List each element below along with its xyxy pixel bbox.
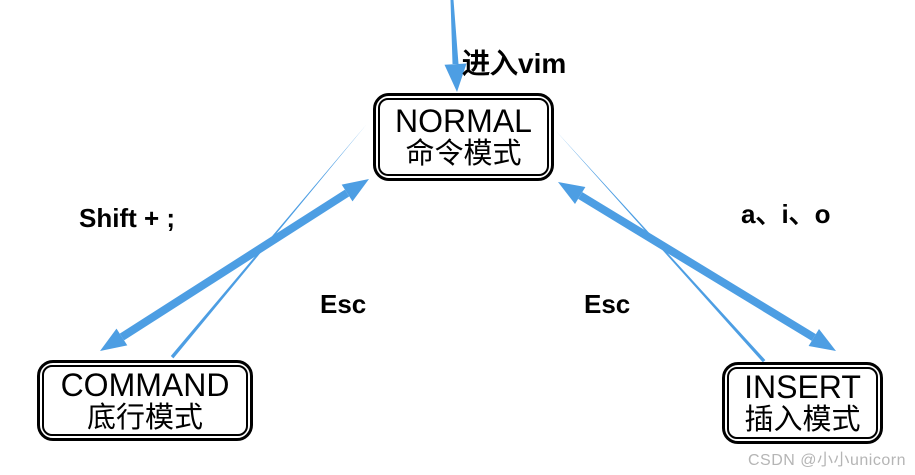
csdn-watermark: CSDN @小小unicorn xyxy=(747,452,906,469)
normal-mode-node: NORMAL 命令模式 xyxy=(373,93,554,181)
normal-mode-title: NORMAL xyxy=(395,103,532,140)
insert-mode-subtitle: 插入模式 xyxy=(744,404,861,437)
command-mode-title: COMMAND xyxy=(60,366,230,403)
esc-right-label: Esc xyxy=(584,289,631,319)
esc-left-label: Esc xyxy=(320,289,367,319)
insert-mode-node: INSERT 插入模式 xyxy=(722,362,883,444)
normal-mode-subtitle: 命令模式 xyxy=(405,138,522,171)
command-normal-double-arrow xyxy=(100,179,369,351)
enter-vim-arrow xyxy=(444,0,467,92)
enter-vim-label: 进入vim xyxy=(462,48,567,79)
command-mode-node: COMMAND 底行模式 xyxy=(37,360,253,441)
shift-semicolon-label: Shift + ; xyxy=(79,203,176,233)
command-mode-subtitle: 底行模式 xyxy=(86,401,203,434)
a-i-o-label: a、i、o xyxy=(741,199,831,229)
insert-normal-double-arrow xyxy=(558,182,836,351)
insert-mode-title: INSERT xyxy=(744,369,861,406)
